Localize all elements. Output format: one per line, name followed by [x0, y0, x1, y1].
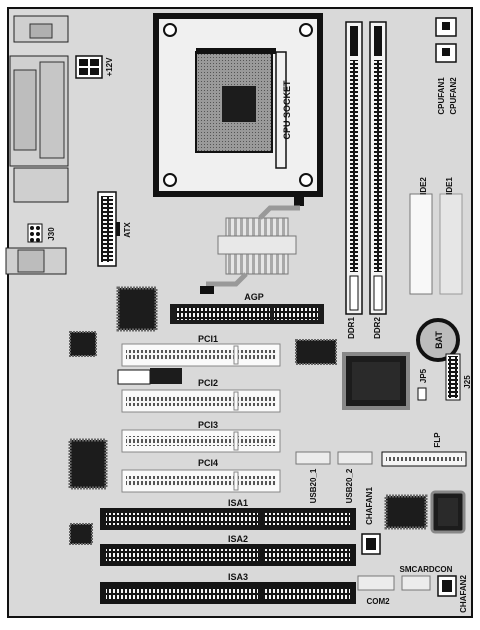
- small-chip-2: [69, 523, 93, 545]
- io-chip-upper: [116, 286, 158, 332]
- smcardcon-label: SMCARDCON: [400, 565, 453, 574]
- atx-label: ATX: [123, 222, 132, 238]
- ddr-slots: [345, 21, 387, 315]
- isa1-label: ISA1: [228, 498, 248, 508]
- com2-header: [357, 575, 395, 591]
- cpufan2-label: CPUFAN2: [449, 77, 458, 115]
- usb20-1-label: USB20_1: [309, 468, 318, 503]
- pci1-label: PCI1: [198, 334, 218, 344]
- isa-slots: [100, 508, 356, 604]
- bat-label: BAT: [434, 331, 444, 349]
- super-io-chip: [384, 494, 428, 530]
- cpufan1-label: CPUFAN1: [437, 77, 446, 115]
- bat-battery: [416, 318, 460, 362]
- usb20-1-header: [295, 451, 331, 465]
- jumper-block-white: [117, 369, 151, 385]
- agp-slot: [170, 286, 324, 324]
- jp5-jumper: [417, 387, 427, 401]
- j30-label: J30: [47, 227, 56, 241]
- com2-label: COM2: [366, 597, 390, 606]
- atx-pins: [101, 196, 113, 262]
- southbridge-die: [352, 362, 400, 400]
- cpu-socket: [153, 13, 323, 206]
- jp5-label: JP5: [419, 368, 428, 383]
- audio-chip: [68, 438, 108, 490]
- ide2-label: IDE2: [419, 177, 428, 195]
- pci2-label: PCI2: [198, 378, 218, 388]
- parallel-port-shell: [13, 69, 37, 151]
- j25-label: J25: [463, 375, 472, 389]
- agp-label: AGP: [244, 292, 264, 302]
- ddr1-label: DDR1: [347, 317, 356, 339]
- plus12v-label: +12V: [105, 57, 114, 77]
- chafan1-label: CHAFAN1: [365, 487, 374, 525]
- northbridge-heatsink: [206, 205, 300, 287]
- rear-io-group: [5, 15, 69, 275]
- ps2-port-icon: [29, 23, 53, 39]
- isa3-label: ISA3: [228, 572, 248, 582]
- pci4-label: PCI4: [198, 458, 218, 468]
- ide1-label: IDE1: [445, 177, 454, 195]
- j30-jumper: [27, 223, 43, 243]
- ddr2-label: DDR2: [373, 317, 382, 339]
- plus12v-connector: [75, 55, 103, 79]
- pci3-label: PCI3: [198, 420, 218, 430]
- usb20-2-label: USB20_2: [345, 468, 354, 503]
- cpufan-headers: [435, 17, 457, 63]
- audio-jack-inner: [17, 249, 45, 273]
- jumper-block-black: [150, 368, 182, 384]
- pci-slots: [121, 343, 281, 493]
- atx-latch: [116, 222, 120, 236]
- bios-chip-core: [438, 498, 458, 526]
- small-chip-1: [69, 331, 97, 357]
- clock-chip: [295, 339, 337, 365]
- ide-connectors: [409, 193, 463, 295]
- cpu-socket-label: CPU SOCKET: [282, 80, 292, 140]
- serial-port: [39, 61, 65, 159]
- smcardcon-header: [401, 575, 431, 591]
- isa2-label: ISA2: [228, 534, 248, 544]
- usb20-2-header: [337, 451, 373, 465]
- usb-port: [13, 167, 69, 203]
- chafan2-label: CHAFAN2: [459, 575, 468, 613]
- flp-label: FLP: [433, 432, 442, 448]
